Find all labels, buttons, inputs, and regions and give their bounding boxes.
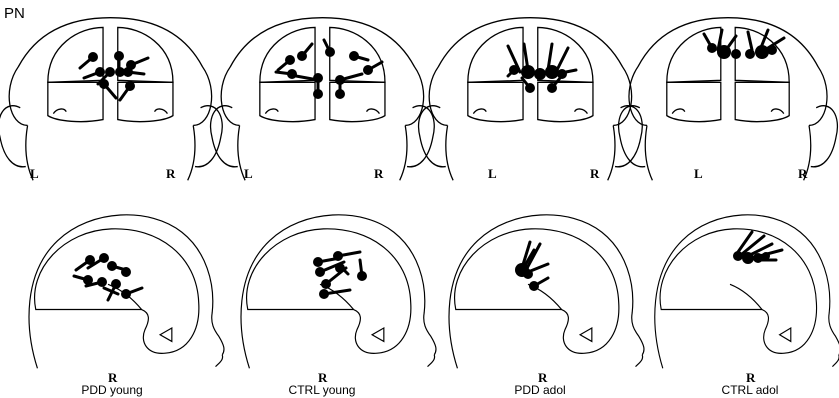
rear-dipoles-ctrl-young bbox=[276, 40, 382, 99]
rear-left-label: L bbox=[30, 166, 39, 181]
rear-right-label: R bbox=[798, 166, 808, 181]
column-pdd-young: L R R PDD young bbox=[0, 18, 224, 397]
side-dipoles-pdd-young bbox=[74, 253, 142, 300]
rear-head-ctrl-young bbox=[211, 18, 435, 181]
side-dipoles-ctrl-young bbox=[313, 251, 367, 299]
panel-label: PN bbox=[4, 5, 25, 22]
group-label: PDD young bbox=[81, 383, 142, 397]
rear-dipoles-ctrl-adol bbox=[704, 30, 784, 59]
group-label: CTRL adol bbox=[722, 383, 779, 397]
rear-left-label: L bbox=[694, 166, 703, 181]
rear-dipoles-pdd-adol bbox=[508, 44, 576, 93]
rear-head-ctrl-adol bbox=[619, 18, 838, 181]
group-label: CTRL young bbox=[289, 383, 356, 397]
rear-left-label: L bbox=[488, 166, 497, 181]
side-dipoles-pdd-adol bbox=[515, 242, 548, 291]
rear-left-label: L bbox=[244, 166, 253, 181]
rear-dipoles-pdd-young bbox=[80, 51, 148, 100]
rear-head-pdd-young bbox=[0, 18, 222, 181]
rear-right-label: R bbox=[590, 166, 600, 181]
column-ctrl-young: L R R CTRL young bbox=[211, 18, 436, 397]
rear-right-label: R bbox=[166, 166, 176, 181]
group-label: PDD adol bbox=[514, 383, 565, 397]
side-head-pdd-adol bbox=[449, 215, 644, 368]
column-pdd-adol: L R R PDD adol bbox=[419, 18, 644, 397]
rear-right-label: R bbox=[374, 166, 384, 181]
rear-head-pdd-adol bbox=[419, 18, 643, 181]
column-ctrl-adol: L R R CTRL adol bbox=[619, 18, 839, 397]
